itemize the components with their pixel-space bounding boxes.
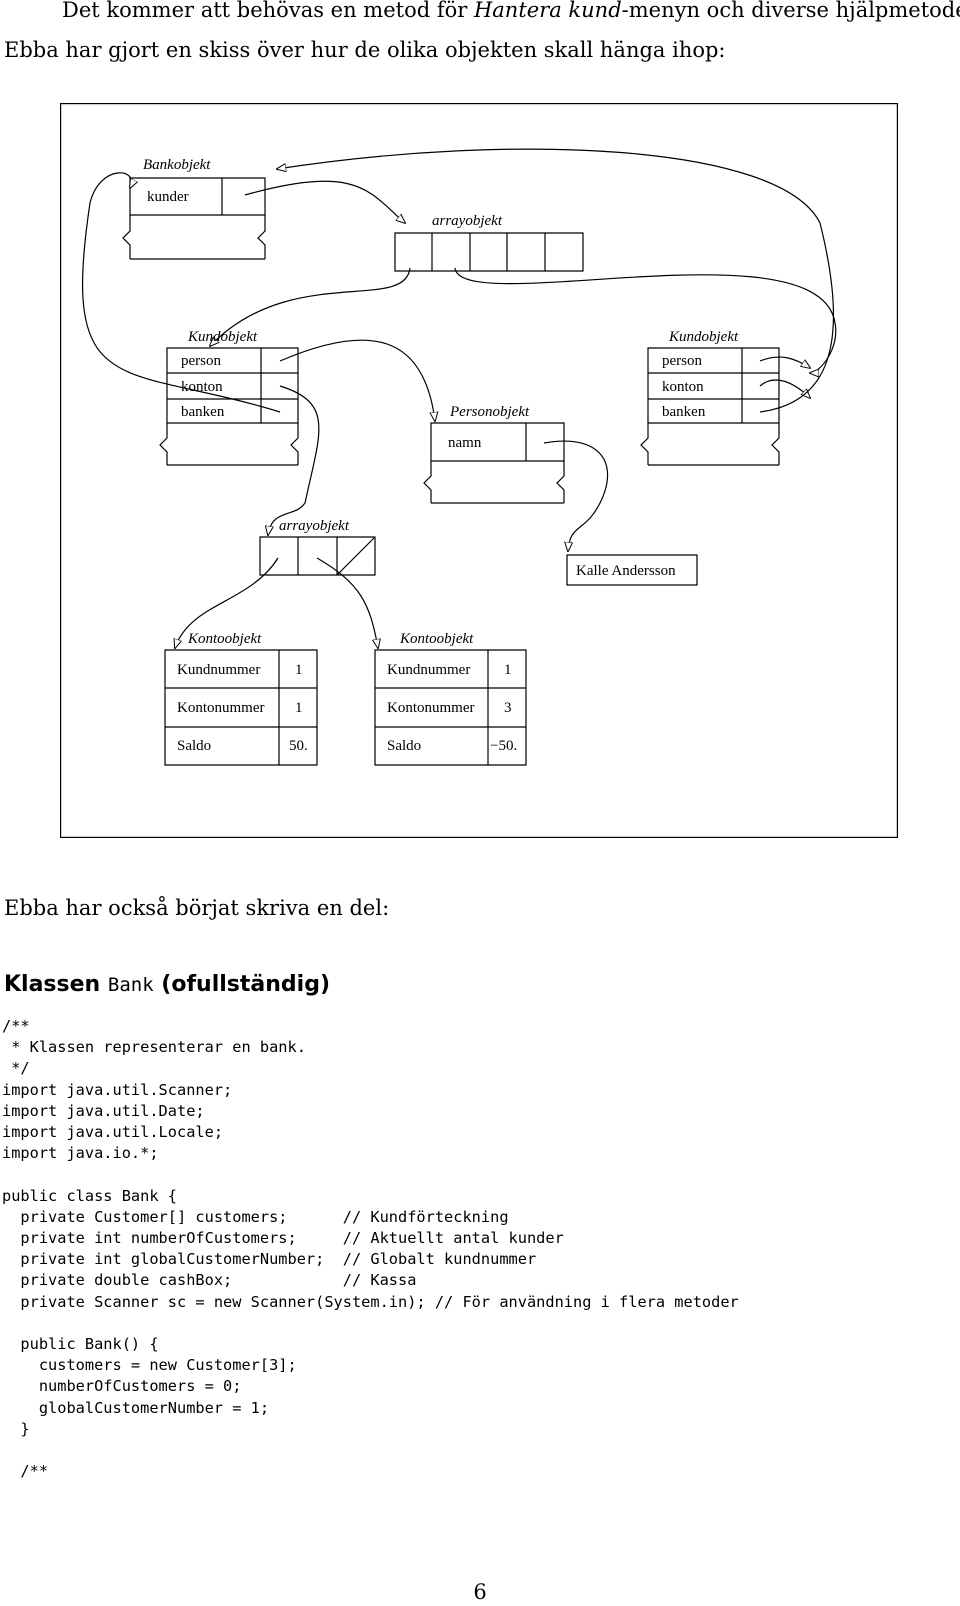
section-heading: Klassen Bank (ofullständig): [4, 972, 330, 997]
account-left-value-kontonummer: 1: [295, 700, 303, 716]
section-heading-class-name: Bank: [107, 974, 154, 996]
customer-right-field-person: person: [662, 353, 702, 369]
bank-title: Bankobjekt: [143, 157, 211, 173]
name-string-value: Kalle Andersson: [576, 563, 676, 579]
arrow-right-banken-to-bank: [277, 148, 835, 413]
arrow-array-to-customer-right: [454, 267, 837, 373]
arrow-banken-to-bank: [82, 172, 281, 413]
customer-array-title: arrayobjekt: [432, 213, 503, 229]
figure-frame: [60, 103, 898, 838]
arrow-account-array-to-left: [175, 557, 279, 648]
person-body: [423, 461, 565, 504]
account-right-value-saldo: −50.: [490, 738, 517, 754]
arrow-kunder-to-array: [244, 180, 405, 223]
customer-right-field-banken: banken: [662, 404, 706, 420]
account-left-box: [164, 649, 318, 766]
customer-right-body: [640, 423, 780, 466]
account-right-label-saldo: Saldo: [387, 738, 421, 754]
account-right-label-kontonummer: Kontonummer: [387, 700, 475, 716]
account-array-box: [259, 536, 376, 576]
bank-object-body: [122, 215, 266, 260]
arrow-array-to-customer-left: [210, 267, 411, 346]
paragraph-also: Ebba har också börjat skriva en del:: [4, 896, 390, 920]
customer-left-field-konton: konton: [181, 379, 223, 395]
account-right-label-kundnummer: Kundnummer: [387, 662, 470, 678]
arrow-right-konton: [759, 379, 810, 398]
page-number: 6: [473, 1580, 487, 1604]
customer-left-body: [159, 423, 299, 466]
intro-text-c: -menyn och diverse hjälpmetoder.: [621, 0, 960, 22]
account-right-box: [374, 649, 527, 766]
account-left-label-saldo: Saldo: [177, 738, 211, 754]
account-right-value-kontonummer: 3: [504, 700, 512, 716]
customer-left-field-banken: banken: [181, 404, 225, 420]
arrow-konton-to-account-array: [268, 385, 320, 535]
arrow-person-to-personobjekt: [279, 339, 435, 421]
customer-array-box: [394, 232, 584, 272]
object-diagram: Bankobjekt kunder arrayobjekt Kundobjekt…: [60, 103, 898, 838]
person-field-namn: namn: [448, 435, 482, 451]
customer-left-field-person: person: [181, 353, 221, 369]
intro-line-2: Ebba har gjort en skiss över hur de olik…: [4, 38, 726, 62]
customer-left-title: Kundobjekt: [187, 329, 258, 345]
arrow-account-array-to-right: [316, 557, 378, 648]
account-left-label-kontonummer: Kontonummer: [177, 700, 265, 716]
account-right-value-kundnummer: 1: [504, 662, 512, 678]
arrow-namn-to-string: [543, 440, 609, 551]
bank-field-kunder: kunder: [147, 189, 189, 205]
intro-menu-name: Hantera kund: [473, 0, 622, 22]
intro-text-a: Det kommer att behövas en metod för: [62, 0, 474, 22]
object-diagram-svg: Bankobjekt kunder arrayobjekt Kundobjekt…: [60, 103, 898, 838]
arrow-right-person: [759, 356, 810, 368]
account-left-label-kundnummer: Kundnummer: [177, 662, 260, 678]
intro-line-1: Det kommer att behövas en metod för Hant…: [62, 0, 960, 22]
customer-right-title: Kundobjekt: [668, 329, 739, 345]
name-string-box: [566, 554, 698, 586]
section-heading-prefix: Klassen: [4, 972, 108, 997]
section-heading-suffix: (ofullständig): [153, 972, 330, 997]
code-listing: /** * Klassen representerar en bank. */ …: [2, 1017, 739, 1481]
person-title: Personobjekt: [449, 404, 530, 420]
customer-right-field-konton: konton: [662, 379, 704, 395]
account-array-title: arrayobjekt: [279, 518, 350, 534]
account-left-title: Kontoobjekt: [187, 631, 262, 647]
account-right-title: Kontoobjekt: [399, 631, 474, 647]
account-left-value-kundnummer: 1: [295, 662, 303, 678]
account-left-value-saldo: 50.: [289, 738, 308, 754]
